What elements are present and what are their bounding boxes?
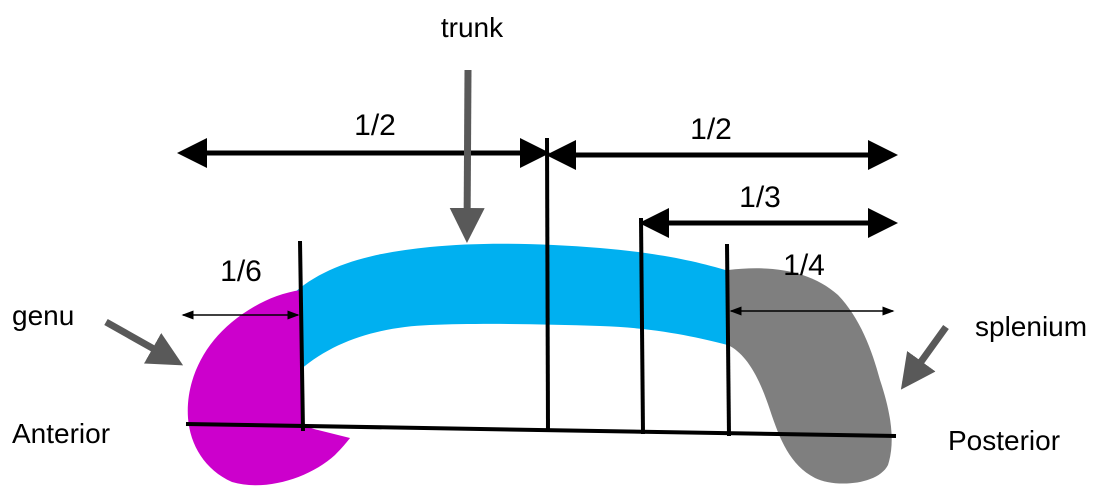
genu-region [187, 290, 350, 486]
division-line-sixth [298, 240, 305, 432]
genu-pointer-arrow [104, 318, 184, 366]
half-posterior-label: 1/2 [690, 113, 732, 146]
splenium-label: splenium [975, 311, 1087, 342]
half-anterior-label: 1/2 [354, 109, 396, 142]
splenium-pointer-arrow [900, 324, 949, 390]
trunk-pointer-arrow [449, 69, 485, 243]
sixth-label: 1/6 [220, 255, 262, 288]
trunk-label: trunk [441, 12, 504, 43]
division-line-third [639, 217, 645, 435]
genu-label: genu [12, 300, 74, 331]
splenium-region [728, 268, 892, 484]
quarter-label: 1/4 [783, 249, 825, 282]
division-line-quarter [725, 243, 731, 437]
posterior-label: Posterior [948, 425, 1060, 456]
third-label: 1/3 [739, 181, 781, 214]
trunk-region [295, 243, 732, 370]
anterior-label: Anterior [12, 418, 110, 449]
division-line-half [545, 137, 550, 433]
